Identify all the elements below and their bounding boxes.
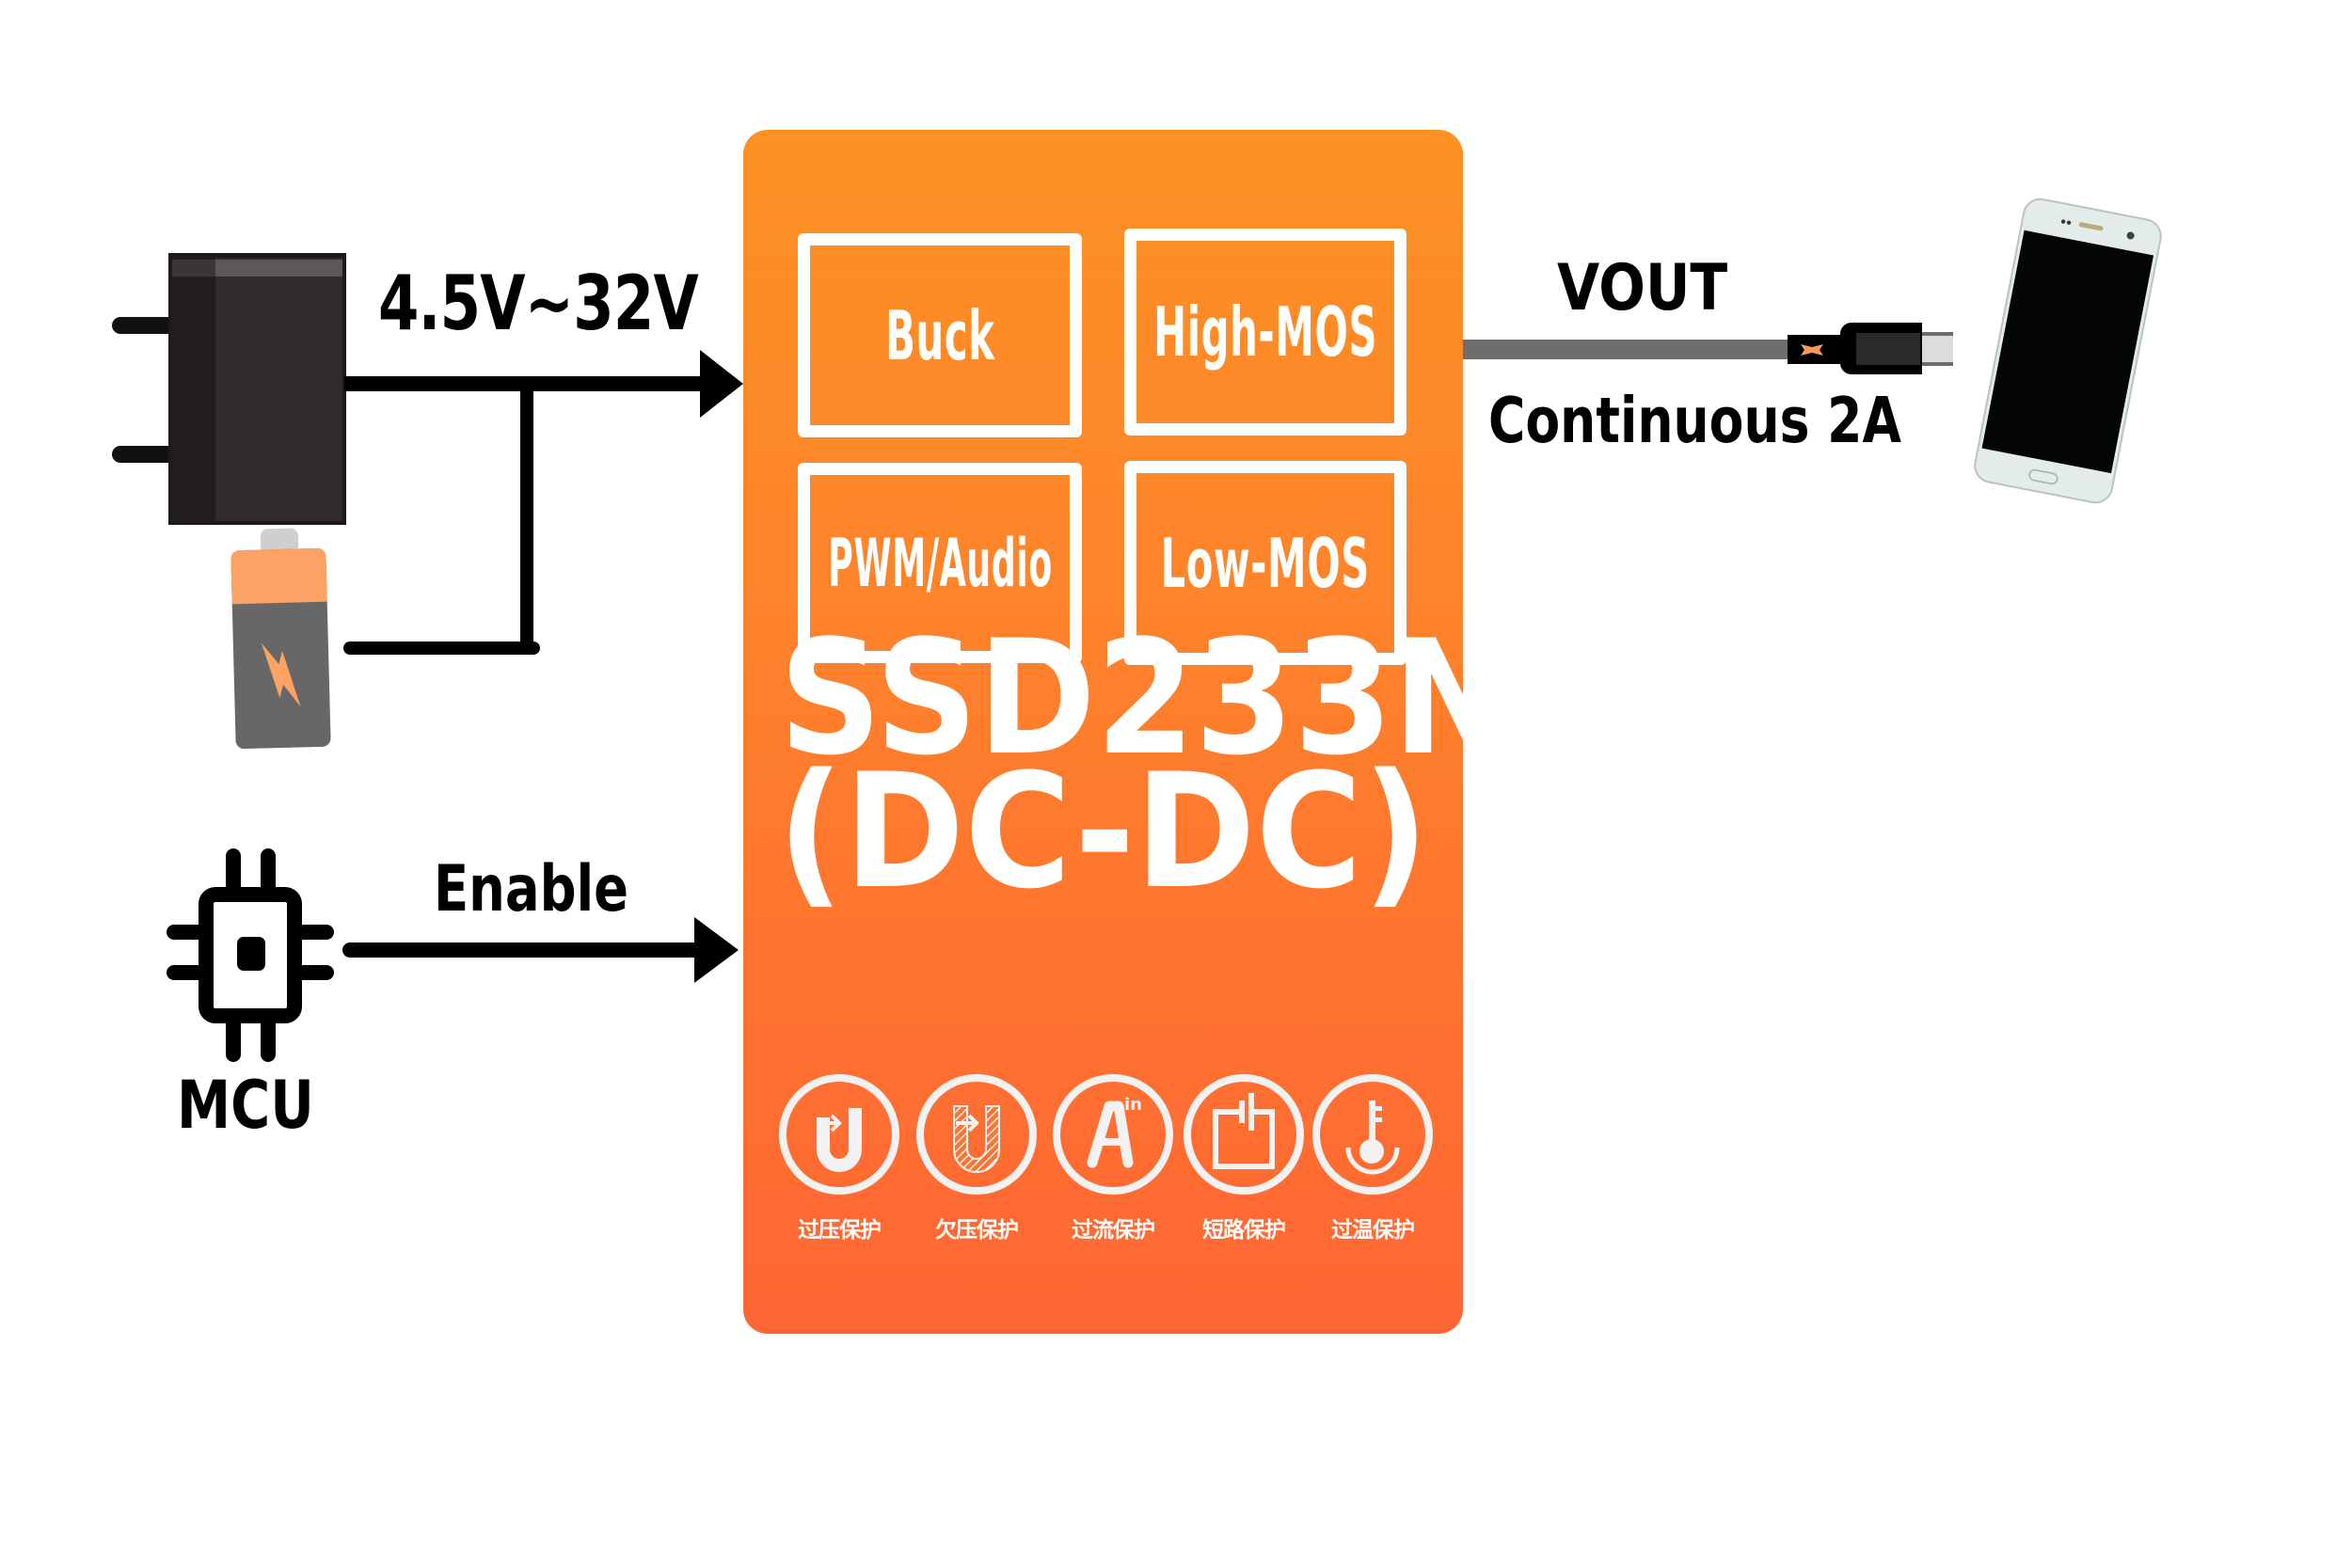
protection-overvoltage: 过压保护 xyxy=(773,1072,905,1243)
protection-label: 短路保护 xyxy=(1202,1218,1286,1243)
smartphone-icon xyxy=(1974,198,2162,504)
overcurrent-icon: in xyxy=(1053,1074,1173,1195)
protection-overcurrent: in 过流保护 xyxy=(1047,1072,1179,1243)
overvoltage-icon xyxy=(779,1074,899,1195)
chip-block: Buck High-MOS PWM/Audio Low-MOS SSD233N … xyxy=(743,130,1512,1334)
protection-label: 欠压保护 xyxy=(935,1218,1019,1243)
overtemperature-icon xyxy=(1312,1074,1433,1195)
output-current-label: Continuous 2A xyxy=(1488,384,1901,457)
block-pwm-audio: PWM/Audio xyxy=(798,463,1082,663)
input-voltage-label: 4.5V~32V xyxy=(378,260,699,347)
protection-overtemperature: 过温保护 xyxy=(1307,1072,1438,1243)
protection-label: 过温保护 xyxy=(1331,1218,1415,1243)
charger-icon xyxy=(112,253,346,525)
vout-label: VOUT xyxy=(1557,251,1728,325)
block-buck-label: Buck xyxy=(884,295,995,375)
enable-arrow xyxy=(342,917,739,983)
protection-short-circuit: 短路保护 xyxy=(1178,1072,1310,1243)
svg-text:in: in xyxy=(1124,1095,1142,1115)
block-buck: Buck xyxy=(798,233,1082,437)
battery-icon xyxy=(230,528,331,750)
mcu-label: MCU xyxy=(177,1067,314,1144)
protection-label: 过压保护 xyxy=(798,1218,882,1243)
block-high-mos: High-MOS xyxy=(1124,229,1406,436)
undervoltage-icon xyxy=(916,1074,1037,1195)
block-high-mos-label: High-MOS xyxy=(1153,293,1378,372)
mcu-chip-icon xyxy=(167,848,334,1062)
usb-cable-icon xyxy=(1463,323,1953,374)
input-wire xyxy=(343,350,743,655)
short-circuit-icon xyxy=(1184,1074,1304,1195)
enable-signal-label: Enable xyxy=(434,852,629,927)
block-pwm-audio-label: PWM/Audio xyxy=(827,524,1053,602)
chip-name: SSD233N xyxy=(779,606,1512,790)
chip-type: (DC-DC) xyxy=(777,739,1429,924)
protection-label: 过流保护 xyxy=(1072,1218,1155,1243)
protection-undervoltage: 欠压保护 xyxy=(911,1072,1042,1243)
block-low-mos-label: Low-MOS xyxy=(1160,523,1371,603)
block-low-mos: Low-MOS xyxy=(1124,461,1406,665)
